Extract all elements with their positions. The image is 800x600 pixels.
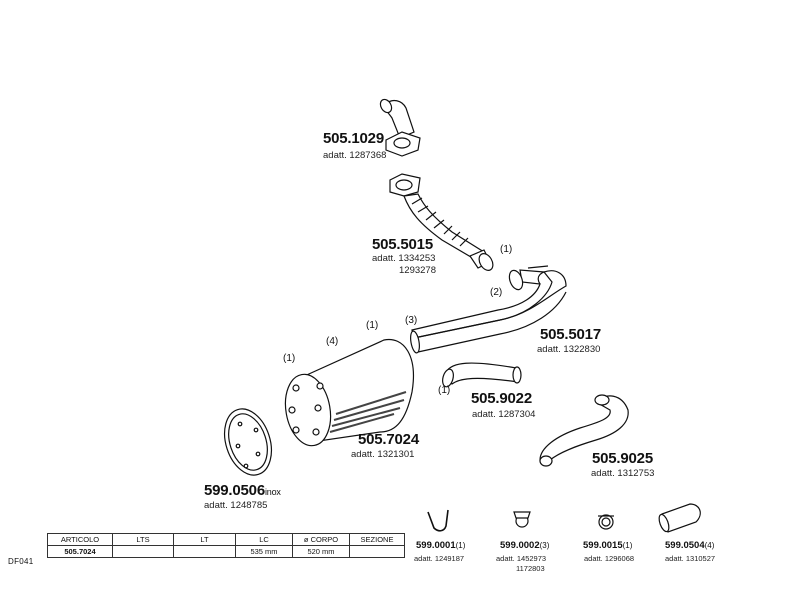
disc-599-0506 <box>223 408 273 476</box>
spec-header-cell: LTS <box>112 533 174 546</box>
small-part-code-text: 599.0504 <box>665 540 705 551</box>
part-adatt: adatt. 1322830 <box>537 344 601 355</box>
spec-header-cell: LT <box>173 533 236 546</box>
spec-table: ARTICOLO LTS LT LC ø CORPO SEZIONE 505.7… <box>47 533 405 558</box>
spec-cell: 535 mm <box>235 545 293 558</box>
clamp-599-0001 <box>427 509 449 532</box>
part-adatt: 1172803 <box>516 564 545 573</box>
catalog-code: DF041 <box>8 557 34 566</box>
part-adatt: adatt. 1452973 <box>496 554 547 563</box>
part-code-text: 599.0506 <box>204 482 265 499</box>
spec-header-cell: SEZIONE <box>349 533 405 546</box>
small-part-code: 599.0015(1) <box>583 540 632 551</box>
small-part-qty: (4) <box>704 541 715 550</box>
qty-marker: (1) <box>283 353 296 364</box>
qty-marker: (1) <box>366 320 379 331</box>
muffler-505-7024 <box>284 338 414 447</box>
spec-cell: 520 mm <box>292 545 350 558</box>
spec-header-cell: ø CORPO <box>292 533 350 546</box>
part-adatt: 1293278 <box>399 265 436 276</box>
small-part-code: 599.0002(3) <box>500 540 549 551</box>
pipe-505-5017 <box>410 265 567 354</box>
spec-header-cell: ARTICOLO <box>47 533 113 546</box>
pipe-505-9025 <box>539 394 629 467</box>
part-code: 505.7024 <box>358 431 419 448</box>
qty-marker: (2) <box>490 287 503 298</box>
spec-cell <box>173 545 236 558</box>
part-code: 505.9022 <box>471 390 532 407</box>
qty-marker: (3) <box>405 315 418 326</box>
material-note: inox <box>264 487 281 497</box>
small-part-code-text: 599.0015 <box>583 540 623 551</box>
spec-header-cell: LC <box>235 533 293 546</box>
spec-cell: 505.7024 <box>47 545 113 558</box>
spec-header-row: ARTICOLO LTS LT LC ø CORPO SEZIONE <box>47 533 405 546</box>
small-part-qty: (1) <box>622 541 633 550</box>
small-part-code-text: 599.0002 <box>500 540 540 551</box>
pipe-505-9022 <box>442 362 522 388</box>
small-part-code-text: 599.0001 <box>416 540 456 551</box>
part-adatt: adatt. 1248785 <box>204 500 268 511</box>
qty-marker: (1) <box>438 385 451 396</box>
part-adatt: adatt. 1321301 <box>351 449 415 460</box>
part-adatt: adatt. 1287368 <box>323 150 387 161</box>
clamp-599-0015 <box>598 514 614 530</box>
part-adatt: adatt. 1312753 <box>591 468 655 479</box>
qty-marker: (4) <box>326 336 339 347</box>
small-part-qty: (1) <box>455 541 466 550</box>
part-code: 505.5017 <box>540 326 601 343</box>
sleeve-599-0504 <box>658 503 701 533</box>
qty-marker: (1) <box>500 244 513 255</box>
part-code: 505.5015 <box>372 236 433 253</box>
elbow-505-1029 <box>379 98 421 157</box>
part-adatt: adatt. 1310527 <box>665 554 716 563</box>
part-adatt: adatt. 1287304 <box>472 409 536 420</box>
small-part-qty: (3) <box>539 541 550 550</box>
part-code: 505.9025 <box>592 450 653 467</box>
spec-cell <box>349 545 405 558</box>
part-adatt: adatt. 1249187 <box>414 554 465 563</box>
spec-data-row: 505.7024 535 mm 520 mm <box>47 545 405 558</box>
small-part-code: 599.0504(4) <box>665 540 714 551</box>
clamp-599-0002 <box>513 511 531 528</box>
part-code: 505.1029 <box>323 130 384 147</box>
part-code: 599.0506inox <box>204 482 281 499</box>
small-part-code: 599.0001(1) <box>416 540 465 551</box>
part-adatt: adatt. 1334253 <box>372 253 436 264</box>
spec-cell <box>112 545 174 558</box>
flex-pipe-505-5015 <box>389 173 494 271</box>
part-adatt: adatt. 1296068 <box>584 554 635 563</box>
